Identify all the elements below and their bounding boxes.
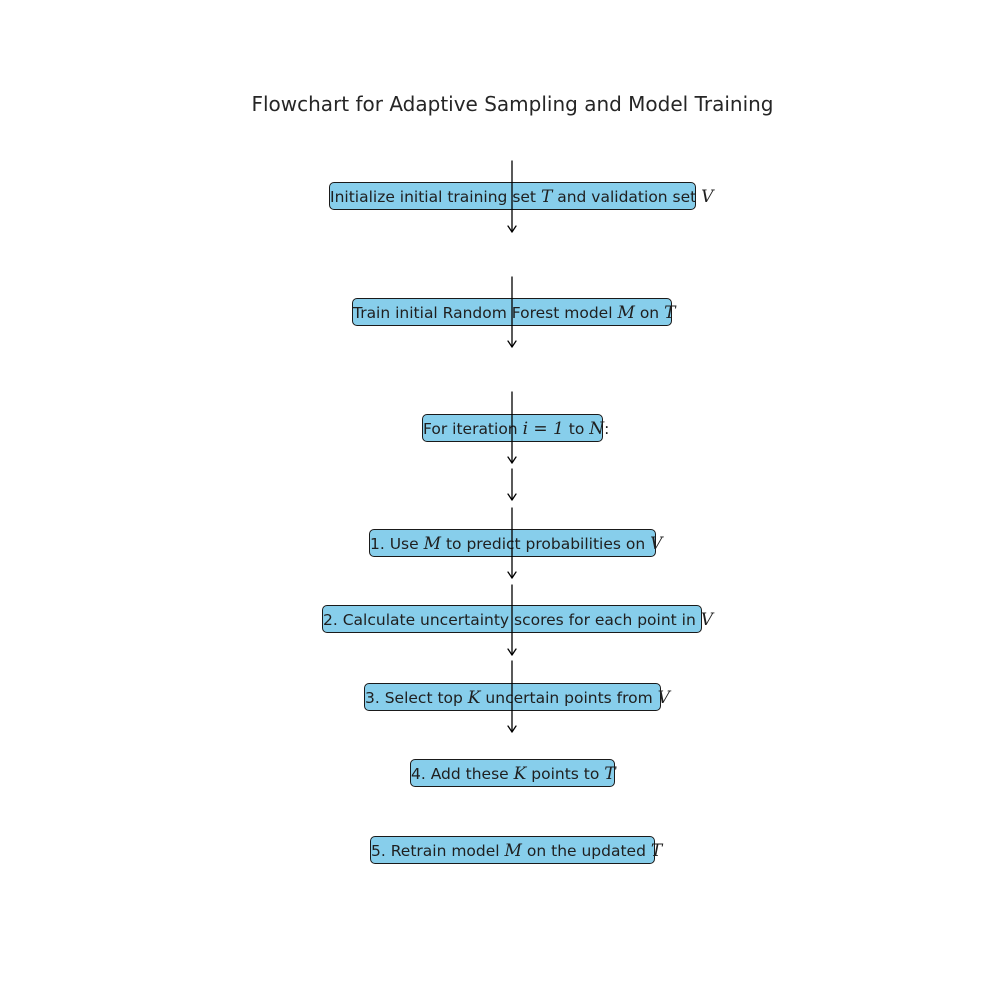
arrow-step-2-to-step-3 [507,584,517,656]
node-initialize-text-1: Initialize initial training set [330,188,541,206]
node-loop-math-2: N [589,419,605,439]
node-step-3-math-1: K [467,688,481,708]
node-step-3-text-2: uncertain points from [480,689,658,707]
node-step-3-math-2: V [657,688,670,708]
diagram-title: Flowchart for Adaptive Sampling and Mode… [251,92,774,116]
arrow-train-to-loop [507,276,517,348]
node-loop-text-2: to [563,420,590,438]
node-step-4-text-2: points to [526,765,605,783]
node-train-text-1: Train initial Random Forest model [353,304,618,322]
node-step-2-math-1: V [700,610,713,630]
node-step-1-math-2: V [650,534,663,554]
node-step-5-text-1: 5. Retrain model [371,842,505,860]
node-step-4-math-1: K [513,764,527,784]
node-loop-math-1: i = 1 [522,419,564,439]
node-step-5-math-2: T [650,841,663,861]
node-initialize-math-1: T [540,187,553,207]
node-step-5-math-1: M [504,841,522,861]
node-step-3-text-1: 3. Select top [365,689,468,707]
node-loop-text-1: For iteration [423,420,523,438]
node-initialize-text-2: and validation set [552,188,702,206]
node-step-1-text-1: 1. Use [370,535,424,553]
node-step-5: 5. Retrain model M on the updated T [370,836,662,864]
arrow-step-1-to-step-2 [507,507,517,579]
arrow-loop-to-step-1 [507,468,517,501]
node-loop-text-3: : [604,420,610,438]
node-step-5-text-2: on the updated [521,842,651,860]
node-train-math-1: M [617,303,635,323]
node-step-2-text-1: 2. Calculate uncertainty scores for each… [323,611,701,629]
node-initialize-math-2: V [701,187,714,207]
node-train-text-2: on [634,304,665,322]
arrow-init-to-train [507,160,517,233]
node-train-math-2: T [664,303,676,323]
arrow-step-3-to-step-4 [507,660,517,733]
node-step-1-math-1: M [423,534,442,554]
arrow-loop-inner [507,391,517,464]
node-step-4-math-2: T [604,764,616,784]
node-step-4: 4. Add these K points to T [410,759,616,787]
node-step-4-text-1: 4. Add these [411,765,514,783]
node-step-1-text-2: to predict probabilities on [441,535,651,553]
